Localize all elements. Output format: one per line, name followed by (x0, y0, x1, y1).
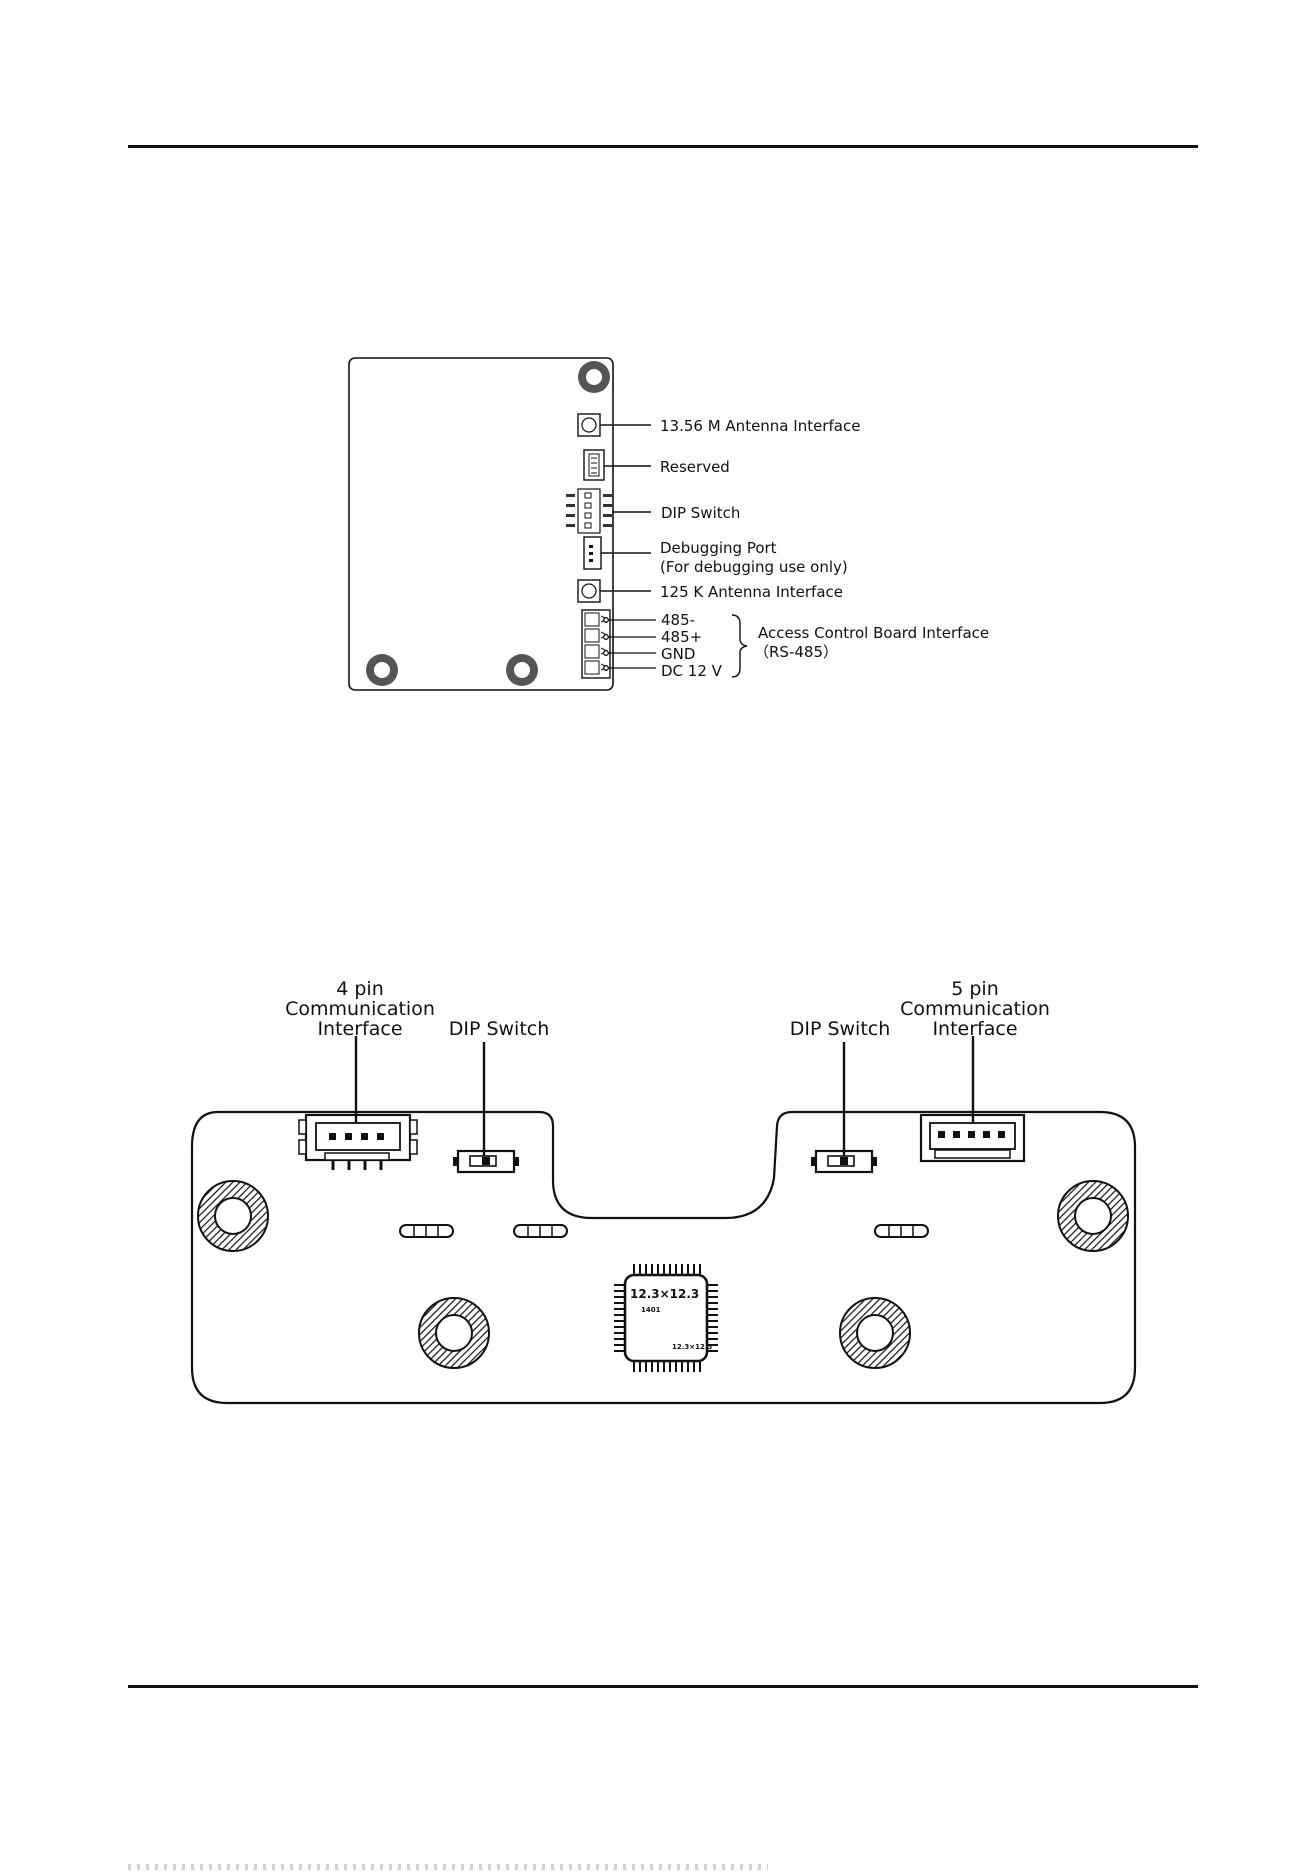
debug-port-icon (584, 537, 601, 569)
chip-marking-main: 12.3×12.3 (630, 1287, 699, 1301)
pad-icon (875, 1225, 928, 1237)
mounting-hole-icon (419, 1298, 489, 1368)
callout-pin-485-minus: 485- (661, 611, 695, 629)
label-right-communication: Communication (900, 998, 1050, 1020)
pad-icon (400, 1225, 453, 1237)
label-left-interface: Interface (317, 1018, 402, 1040)
label-five-pin: 5 pin (951, 978, 999, 1000)
reserved-connector-icon (584, 450, 604, 480)
interface-board-diagram: 12.3×12.3 1401 12.3×12.3 4 pin Communica… (192, 978, 1135, 1403)
callout-debug-port-line2: (For debugging use only) (660, 558, 848, 576)
mounting-hole-icon (198, 1181, 268, 1251)
callout-access-control-line2: （RS-485） (754, 643, 838, 661)
left-dip-switch-icon (453, 1151, 519, 1172)
callout-pin-dc12v: DC 12 V (661, 662, 723, 680)
pad-icon (514, 1225, 567, 1237)
mounting-hole-icon (1058, 1181, 1128, 1251)
mounting-hole-icon (506, 654, 538, 686)
antenna-1356-connector-icon (578, 414, 600, 436)
label-right-interface: Interface (932, 1018, 1017, 1040)
brace-icon (732, 615, 747, 677)
mounting-hole-icon (840, 1298, 910, 1368)
mounting-hole-icon (578, 361, 610, 393)
callout-antenna-1356: 13.56 M Antenna Interface (660, 417, 860, 435)
callout-pin-gnd: GND (661, 645, 695, 663)
label-right-dip-switch: DIP Switch (790, 1018, 891, 1040)
label-four-pin: 4 pin (336, 978, 384, 1000)
callout-reserved: Reserved (660, 458, 730, 476)
callout-antenna-125k: 125 K Antenna Interface (660, 583, 843, 601)
chip-marking-corner: 12.3×12.3 (672, 1343, 713, 1351)
chip-icon: 12.3×12.3 1401 12.3×12.3 (614, 1264, 718, 1372)
label-left-dip-switch: DIP Switch (449, 1018, 550, 1040)
callout-debug-port-line1: Debugging Port (660, 539, 777, 557)
callout-access-control-line1: Access Control Board Interface (758, 624, 989, 642)
mounting-hole-icon (366, 654, 398, 686)
footer-scan-artifact (128, 1864, 768, 1870)
antenna-125k-connector-icon (578, 580, 600, 602)
footer-rule (128, 1685, 1198, 1688)
callout-pin-485-plus: 485+ (661, 628, 702, 646)
callout-dip-switch: DIP Switch (661, 504, 740, 522)
chip-marking-small: 1401 (641, 1306, 661, 1314)
label-left-communication: Communication (285, 998, 435, 1020)
reader-board-diagram: 13.56 M Antenna Interface Reserved (349, 358, 989, 690)
